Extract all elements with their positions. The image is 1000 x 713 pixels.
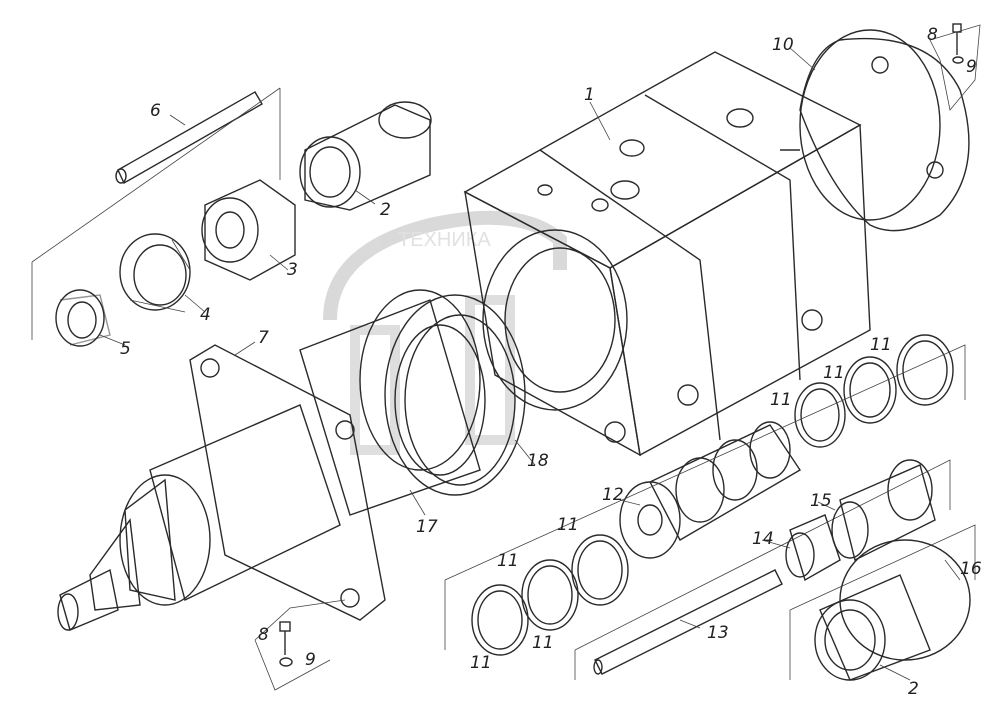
callout-8b: 8 [258, 625, 269, 645]
part-18-gasket [384, 294, 526, 496]
leader-lines [99, 47, 961, 681]
callout-9a: 9 [966, 57, 977, 77]
callout-1: 1 [584, 85, 595, 105]
part-6-rod [115, 91, 263, 184]
part-10-flange [799, 29, 970, 232]
callout-6: 6 [150, 101, 161, 121]
callout-9b: 9 [305, 650, 316, 670]
callout-4: 4 [200, 305, 211, 325]
watermark-text: ТЕХНИКА [398, 229, 491, 251]
callout-11e: 11 [497, 551, 519, 571]
callout-15: 15 [810, 491, 832, 511]
callout-11f: 11 [532, 633, 554, 653]
callout-2b: 2 [908, 679, 919, 699]
callout-11b: 11 [823, 363, 845, 383]
part-7-cover [57, 344, 386, 631]
part-16-bushing-flange [814, 539, 971, 681]
part-17-rotor-stack [299, 289, 486, 516]
part-15-spring [831, 459, 936, 562]
part-14-coupling [785, 514, 841, 582]
callout-10: 10 [772, 35, 794, 55]
callout-14: 14 [752, 529, 774, 549]
part-13-shaft [593, 569, 783, 675]
callout-8a: 8 [927, 25, 938, 45]
part-2-bushing-top [299, 101, 432, 211]
bolt-8-bottom [254, 599, 346, 691]
callout-2a: 2 [380, 200, 391, 220]
callout-11d: 11 [557, 515, 579, 535]
callout-11c: 11 [770, 390, 792, 410]
part-4-ring [119, 233, 191, 313]
callout-18: 18 [527, 451, 549, 471]
part-12-pistons [619, 421, 801, 559]
callout-5: 5 [120, 339, 131, 359]
bolt-8-top [929, 23, 981, 111]
rings-11-group [471, 334, 954, 656]
callout-7: 7 [258, 328, 269, 348]
callout-16: 16 [960, 559, 982, 579]
callout-3: 3 [287, 260, 298, 280]
callout-13: 13 [707, 623, 729, 643]
callout-11g: 11 [470, 653, 492, 673]
leader-bracket-left [31, 87, 281, 340]
part-3-sleeve [201, 179, 296, 281]
part-5-small-ring [55, 289, 111, 347]
callout-17: 17 [416, 517, 438, 537]
callout-12: 12 [602, 485, 624, 505]
leader-bracket-right [444, 344, 976, 680]
callout-11a: 11 [870, 335, 892, 355]
part-1-housing [463, 51, 871, 457]
callout-labels: 1 10 8 9 6 2 3 4 5 7 11 11 11 18 12 15 1… [120, 25, 982, 699]
